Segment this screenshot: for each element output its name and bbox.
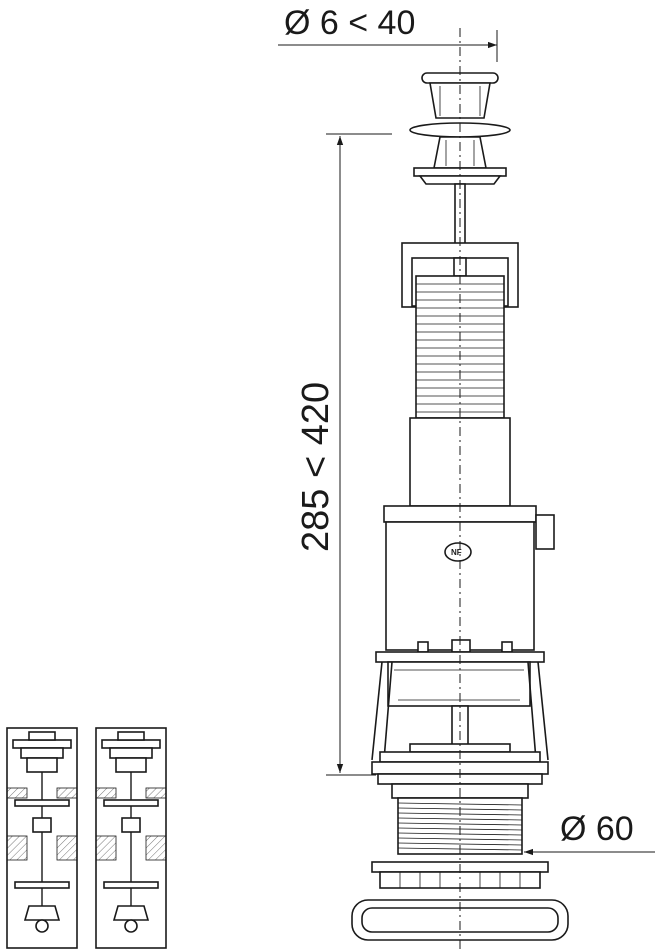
inset-left-clamp	[20, 747, 64, 759]
inset-right-nut	[112, 905, 150, 921]
inset-right-plate-low	[103, 881, 159, 889]
inset-left-outlet	[35, 919, 49, 933]
body-detail-left	[417, 641, 429, 653]
inset-right-top-plate	[101, 739, 161, 749]
inset-left-wall-upper-right	[56, 787, 78, 799]
inset-left-plate-low	[14, 881, 70, 889]
bottom-seal-washer	[351, 899, 569, 941]
inset-right-body	[115, 757, 147, 773]
inset-left-connector	[32, 817, 52, 833]
inset-right-wall-upper-left	[95, 787, 117, 799]
float-cup	[387, 661, 531, 707]
inset-right-wall-lower-right	[145, 835, 167, 861]
inset-right-wall-lower-left	[95, 835, 117, 861]
inset-right-clamp	[109, 747, 153, 759]
nf-mark-text: NF	[451, 548, 462, 557]
stem-diameter-label: Ø 6 < 40	[284, 4, 415, 42]
flush-valve-assembly: NF	[351, 28, 569, 950]
stem-diameter-dimension: Ø 6 < 40	[278, 4, 498, 62]
installation-detail-right	[95, 727, 167, 949]
base-diameter-label: Ø 60	[560, 810, 634, 848]
inset-left-plate-mid	[14, 799, 70, 807]
inset-left-nut	[23, 905, 61, 921]
valve-body-side-tab	[535, 514, 555, 550]
body-detail-center	[451, 639, 471, 653]
height-range-label: 285 < 420	[295, 382, 337, 552]
inset-left-body	[26, 757, 58, 773]
inset-right-plate-mid	[103, 799, 159, 807]
inset-right-outlet	[124, 919, 138, 933]
inset-left-wall-lower-left	[6, 835, 28, 861]
inset-left-button	[28, 731, 56, 741]
inset-left-wall-lower-right	[56, 835, 78, 861]
inset-right-button	[117, 731, 145, 741]
installation-detail-left	[6, 727, 78, 949]
body-detail-right	[501, 641, 513, 653]
valve-body: NF	[375, 505, 555, 707]
inset-left-top-plate	[12, 739, 72, 749]
nf-mark-oval	[444, 542, 472, 562]
inset-right-wall-upper-right	[145, 787, 167, 799]
inset-right-connector	[121, 817, 141, 833]
height-dimension: 285 < 420	[295, 133, 392, 776]
push-button-body	[429, 82, 491, 119]
base-diameter-dimension: Ø 60	[524, 810, 655, 856]
inset-left-wall-upper-left	[6, 787, 28, 799]
